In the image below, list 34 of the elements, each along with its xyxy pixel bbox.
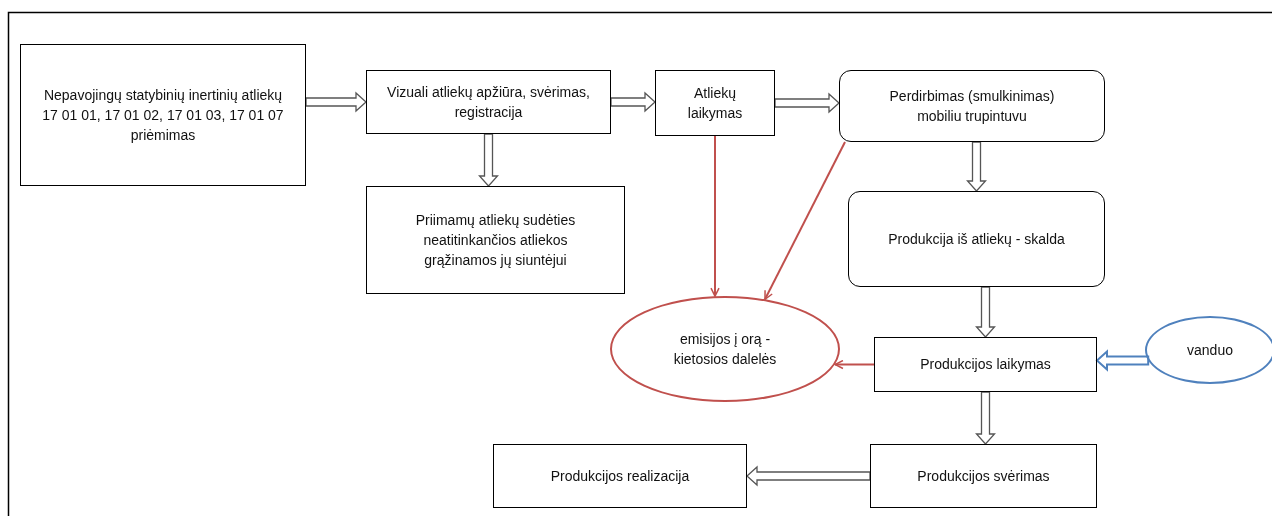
- node-label: Nepavojingų statybinių inertinių atliekų 17 01 01, 17 01 02, 17 01 03, 17 01 07 priėmimas: [41, 85, 285, 146]
- node-label: Produkcija iš atliekų - skalda: [887, 229, 1066, 249]
- node-label: Atliekų laikymas: [686, 83, 744, 123]
- process-box: [366, 186, 625, 294]
- node-label: Vizuali atliekų apžiūra, svėrimas, registracija: [386, 82, 591, 122]
- rounded-process-box: [848, 191, 1105, 287]
- arrow: [833, 359, 875, 370]
- node-label: emisijos į orą - kietosios dalelės: [672, 329, 778, 369]
- node-label: Produkcijos realizacija: [549, 466, 691, 486]
- block-arrow: [746, 465, 871, 487]
- ellipse-node: [610, 296, 840, 402]
- process-box: [20, 44, 306, 186]
- node-label: Produkcijos svėrimas: [916, 466, 1051, 486]
- ellipse-node: [1145, 316, 1272, 384]
- arrow: [710, 135, 720, 298]
- block-arrow: [774, 92, 840, 114]
- node-label: Priimamų atliekų sudėties neatitinkančios atliekos grąžinamos jų siuntėjui: [414, 210, 577, 271]
- block-arrow: [1095, 349, 1150, 372]
- block-arrow: [975, 286, 996, 338]
- process-box: [874, 337, 1097, 392]
- process-box: [655, 70, 775, 136]
- rounded-process-box: [839, 70, 1105, 142]
- node-label: vanduo: [1186, 340, 1234, 360]
- block-arrow: [305, 91, 367, 113]
- node-label: Perdirbimas (smulkinimas) mobiliu trupintuvu: [888, 86, 1056, 126]
- process-box: [870, 444, 1097, 508]
- node-label: Produkcijos laikymas: [919, 355, 1052, 375]
- process-box: [366, 70, 611, 134]
- block-arrow: [478, 133, 499, 187]
- block-arrow: [966, 141, 987, 192]
- process-box: [493, 444, 747, 508]
- block-arrow: [975, 391, 996, 445]
- arrow: [764, 141, 846, 301]
- block-arrow: [610, 91, 656, 113]
